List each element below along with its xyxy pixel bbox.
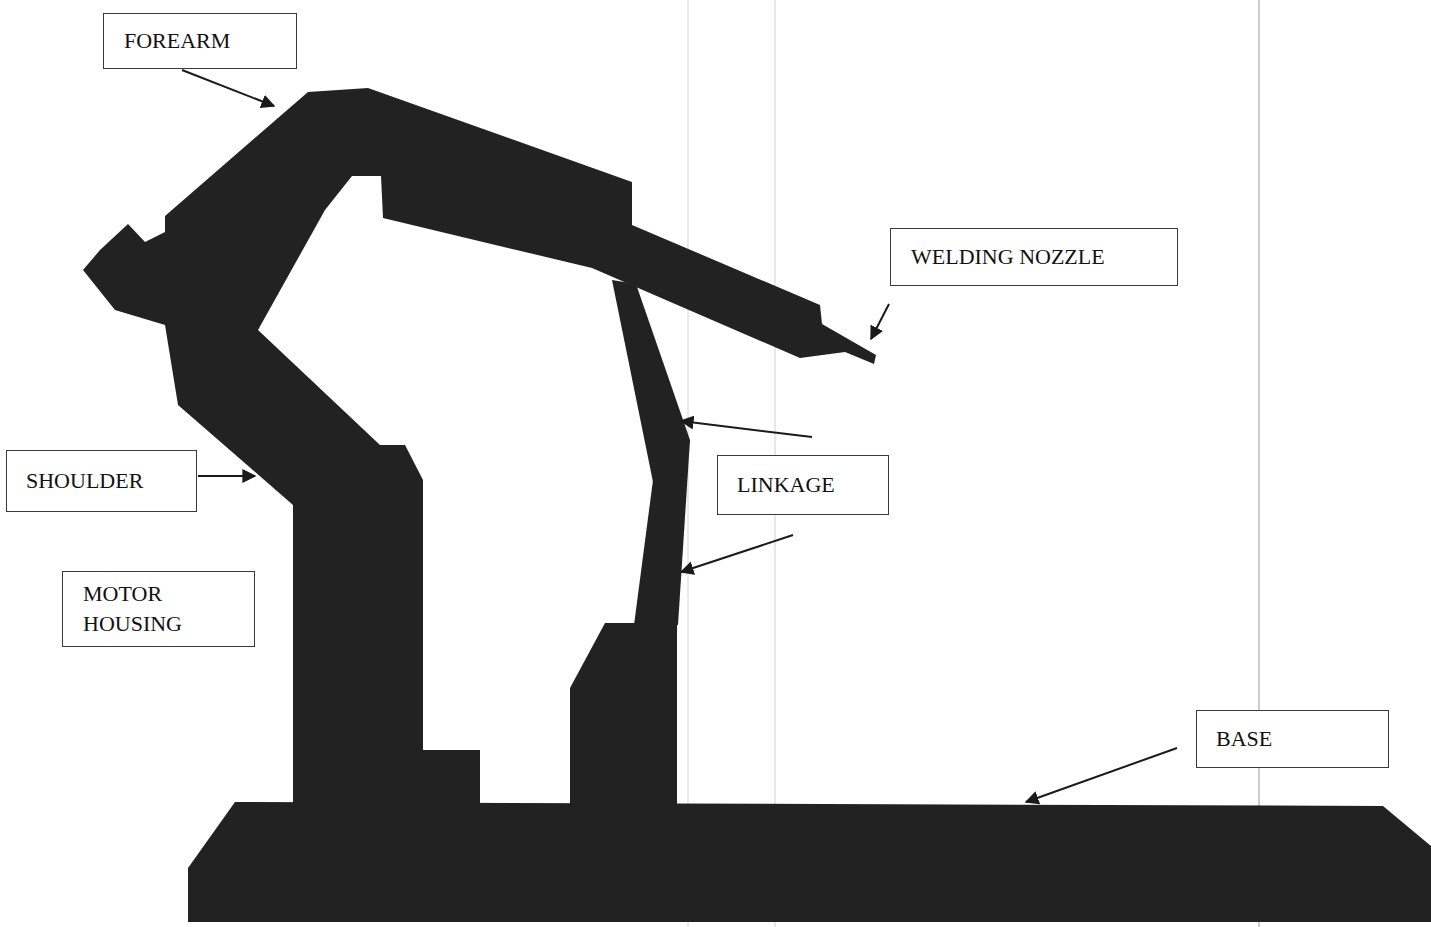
part-label-box: MOTOR HOUSING: [62, 571, 255, 647]
part-name: FOREARM: [124, 26, 296, 56]
leader-arrow: [198, 475, 255, 477]
leader-arrow: [681, 421, 812, 437]
part-name: SHOULDER: [26, 466, 196, 496]
leader-arrow: [681, 535, 793, 572]
part-label-box: BASE: [1196, 710, 1389, 768]
linkage-upper: [612, 280, 690, 482]
arm-body: [83, 88, 876, 805]
leader-arrow: [1026, 748, 1177, 802]
linkage-lower: [634, 440, 690, 625]
part-label-box: WELDING NOZZLE: [890, 228, 1178, 286]
part-name: LINKAGE: [737, 470, 888, 500]
scan-line: [1259, 0, 1260, 927]
part-name: BASE: [1216, 724, 1388, 754]
base-plate: [188, 802, 1431, 922]
leader-arrow: [182, 70, 274, 106]
part-label-box: SHOULDER: [6, 450, 197, 512]
part-label-box: FOREARM: [103, 13, 297, 69]
part-label-box: LINKAGE: [717, 455, 889, 515]
part-name: WELDING NOZZLE: [911, 242, 1177, 272]
linkage-mount: [570, 623, 677, 805]
part-name: MOTOR HOUSING: [83, 579, 208, 639]
leader-arrow: [871, 304, 889, 339]
